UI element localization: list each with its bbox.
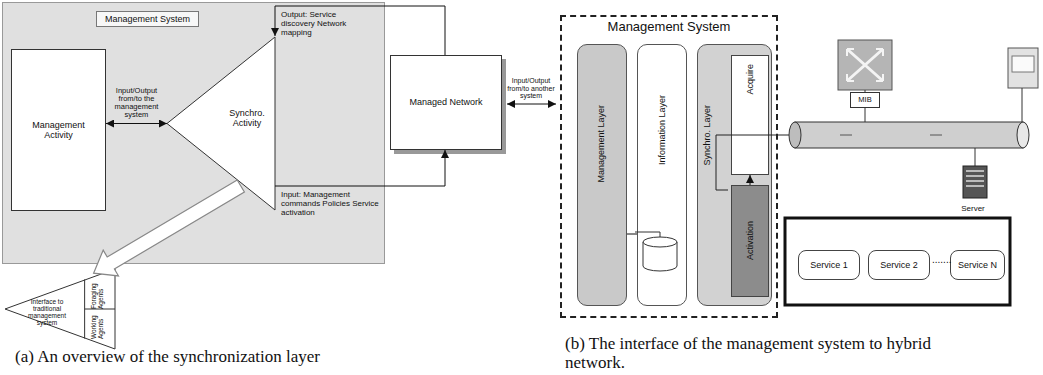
- network-box: Managed Network: [390, 55, 502, 150]
- free-label: .......: [932, 254, 951, 266]
- service-box: Service 1: [798, 250, 860, 280]
- edge-label: Output: Service discovery Network mappin…: [281, 10, 355, 38]
- edge-label: Input: Management commands Policies Serv…: [281, 190, 385, 218]
- node-label: Acquire: [745, 64, 755, 95]
- switch-arrowheads: [847, 49, 883, 81]
- activation-box: Activation: [731, 185, 769, 297]
- io-arrow: [507, 104, 556, 105]
- node-sublabel: Working Agents: [90, 311, 104, 339]
- node-label: MIB: [858, 96, 871, 105]
- mib-link: [865, 90, 866, 92]
- node-label: Interface to traditional management syst…: [18, 298, 76, 327]
- switch-wire: [865, 108, 866, 122]
- network-bus: [795, 122, 1023, 148]
- server-icon: [963, 166, 987, 198]
- device-wire: [1022, 88, 1023, 122]
- connector: [275, 6, 445, 55]
- connector: [106, 123, 167, 124]
- server-slots: [966, 171, 984, 186]
- node-label: Service 1: [810, 260, 848, 270]
- device-icon: [1008, 48, 1038, 88]
- node-label: Activation: [745, 221, 755, 260]
- system-frame: Management SystemManagement Layer Informa…: [560, 15, 778, 318]
- free-label: Input/Output from/to another system: [505, 77, 557, 100]
- connector: [627, 234, 637, 235]
- system-panel: Management SystemManagement Activity Sync…: [2, 2, 385, 264]
- node-sublabel: Foraging Agents: [90, 281, 104, 309]
- node-label: Service 2: [880, 260, 918, 270]
- sync-triangle: Synchro. Activity: [166, 36, 276, 211]
- connector: [750, 175, 751, 185]
- service-container: [785, 218, 1010, 305]
- node-label: Managed Network: [409, 97, 482, 107]
- sync-wire: [716, 135, 789, 190]
- node-label: Management Layer: [596, 105, 606, 183]
- db-lead: [660, 232, 661, 237]
- connector: [275, 150, 445, 186]
- device-screen: [1012, 56, 1034, 72]
- service-box: Service 2: [868, 250, 930, 280]
- triangle-shape: [167, 37, 275, 210]
- database-top: [643, 237, 677, 247]
- bus-end: [789, 122, 801, 148]
- subfigure-caption: (a) An overview of the synchronization l…: [15, 347, 320, 367]
- subfigure-caption: (b) The interface of the management syst…: [565, 334, 985, 372]
- switch-arrows: [847, 49, 883, 81]
- node-label: Server: [950, 204, 996, 213]
- edge-label: Input/Output from/to the management syst…: [109, 87, 164, 120]
- node-label: Synchro. Activity: [222, 108, 272, 129]
- bus-tick: [840, 135, 852, 136]
- node-label: Management System: [96, 11, 199, 27]
- interface-triangle: Interface to traditional management syst…: [4, 268, 116, 350]
- activity-box: Management Activity: [11, 49, 106, 211]
- server-wire: [975, 148, 976, 166]
- bus-tick: [930, 135, 942, 136]
- node-label: Management Activity: [24, 120, 94, 141]
- node-label: Synchro. Layer: [702, 105, 712, 166]
- node-label: Information Layer: [657, 95, 667, 165]
- bus-end: [1017, 122, 1029, 148]
- switch-icon: [838, 40, 892, 90]
- node-label: Management System: [562, 20, 776, 35]
- mib-box: MIB: [850, 92, 880, 108]
- layer-band: Management Layer: [577, 44, 627, 306]
- db-lead: [635, 232, 660, 233]
- block-arrow: [94, 180, 245, 276]
- acquire-box: Acquire: [731, 55, 769, 175]
- service-box: Service N: [950, 250, 1005, 280]
- triangle-shape: [5, 269, 115, 349]
- node-label: Service N: [958, 260, 997, 270]
- layer-band: Synchro. Layer AcquireActivation: [697, 44, 772, 306]
